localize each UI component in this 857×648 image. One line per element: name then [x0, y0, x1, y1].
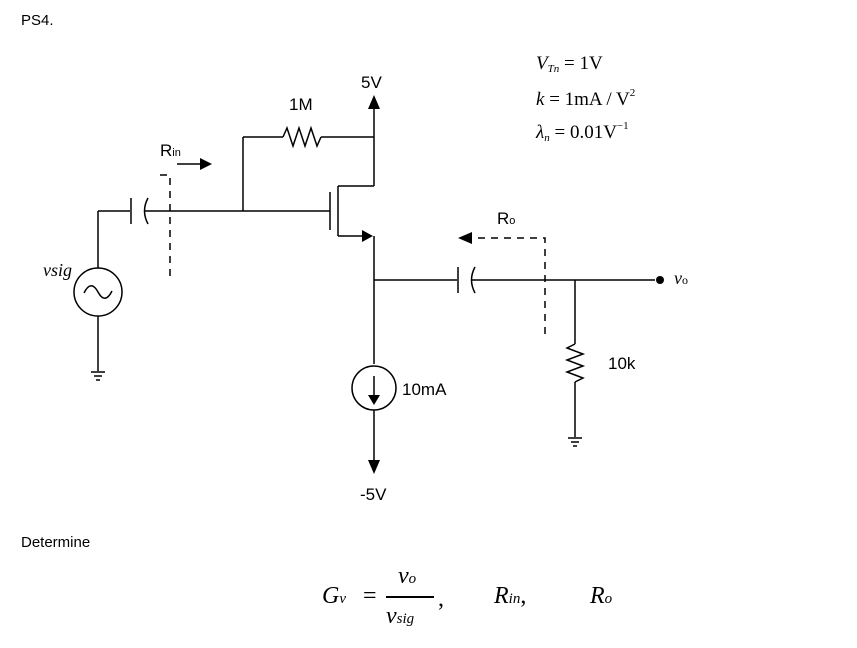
- current-source-label: 10mA: [402, 380, 447, 399]
- gain-symbol: Gv: [322, 583, 347, 609]
- ro-symbol: Ro: [590, 583, 613, 609]
- output-capacitor: [457, 266, 655, 294]
- vss-arrow-icon: [368, 460, 380, 474]
- load-resistor: [564, 343, 586, 383]
- vdd-label: 5V: [361, 73, 382, 92]
- param-vtn: VTn = 1V: [536, 53, 603, 75]
- output-label: vo: [674, 268, 688, 288]
- source-arrow-icon: [362, 230, 373, 242]
- rin-label: Rin: [160, 141, 181, 160]
- param-lambda: λn = 0.01V−1: [536, 120, 629, 144]
- separator: ,: [438, 586, 444, 612]
- feedback-resistor: [282, 125, 322, 149]
- load-resistor-label: 10k: [608, 354, 636, 373]
- rin-symbol: Rin,: [494, 583, 527, 609]
- vsig-label: vsig: [43, 260, 72, 280]
- input-capacitor: [130, 197, 243, 225]
- equals-sign: =: [363, 583, 377, 609]
- current-source: [351, 365, 397, 464]
- instruction-text: Determine: [21, 534, 91, 551]
- rin-marker: [160, 174, 171, 281]
- output-node: [656, 276, 664, 284]
- nmos-transistor: [329, 185, 374, 237]
- ro-arrow-icon: [458, 232, 472, 244]
- fraction-numerator: vo: [398, 563, 417, 589]
- ground-icon: [91, 371, 105, 381]
- ro-label: Ro: [497, 209, 516, 228]
- fraction-denominator: vsig: [386, 603, 415, 629]
- vdd-arrow-icon: [368, 95, 380, 109]
- ro-marker: [478, 237, 546, 336]
- param-k: k = 1mA / V2: [536, 87, 636, 110]
- feedback-resistor-label: 1M: [289, 95, 313, 114]
- problem-label: PS4.: [21, 12, 54, 29]
- vsig-source: [73, 210, 130, 371]
- fraction-bar: [386, 596, 434, 598]
- current-arrow-icon: [368, 395, 380, 405]
- rin-arrow-icon: [200, 158, 212, 170]
- ground-icon: [568, 437, 582, 447]
- vss-label: -5V: [360, 485, 387, 504]
